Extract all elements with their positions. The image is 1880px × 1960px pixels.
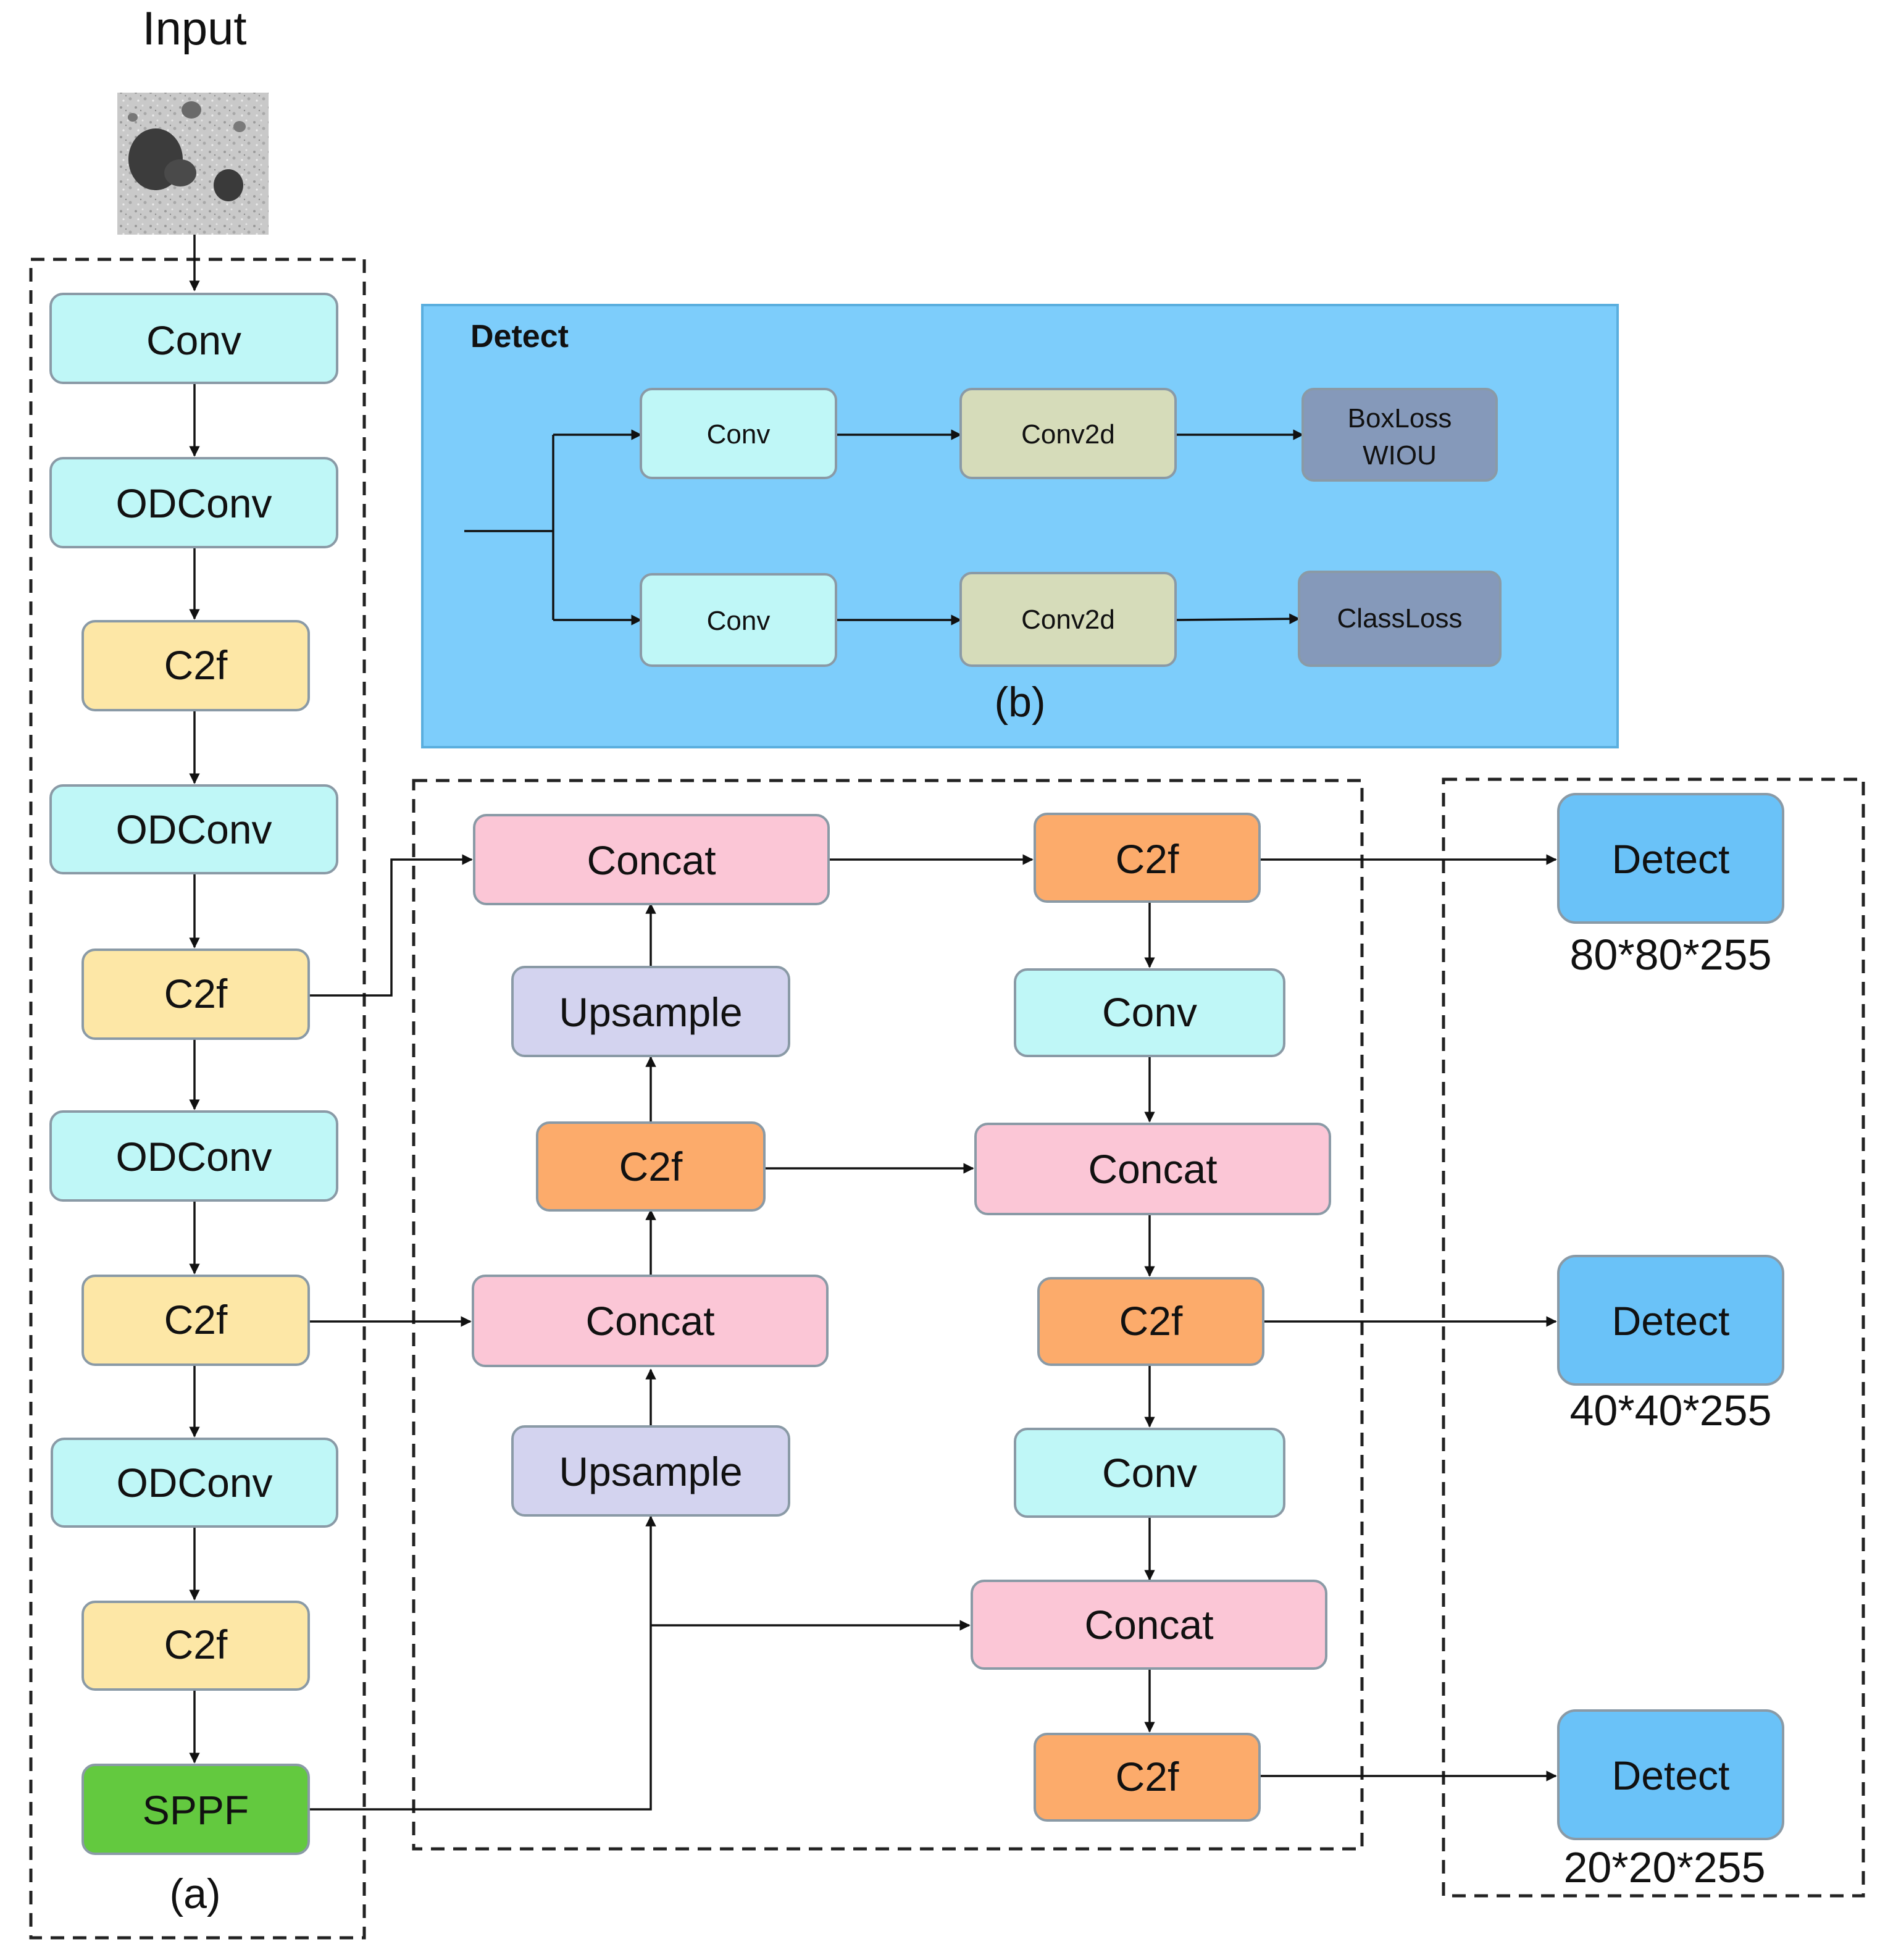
backbone-c2f-label-3: C2f [164,1297,228,1342]
detect-head-title: Detect [470,319,569,354]
neck-concat-right-bottom-label: Concat [1084,1602,1213,1648]
neck-upsample-bottom: Upsample [511,1425,790,1517]
backbone-odconv-node-1: ODConv [49,457,338,548]
neck-concat-right-mid: Concat [974,1123,1331,1215]
backbone-group-border [29,258,366,1940]
detect-head-panel: Detect (b) [421,304,1619,748]
detect-head-conv2d-bottom-label: Conv2d [1021,605,1115,635]
neck-conv-right-top: Conv [1014,968,1285,1057]
backbone-c2f-node-4: C2f [81,1601,310,1691]
neck-concat-mid-left-label: Concat [585,1298,714,1344]
neck-c2f-out-top-label: C2f [1116,836,1179,882]
output-detect-mid-label: Detect [1612,1298,1730,1344]
output-size-mid: 40*40*255 [1570,1386,1772,1434]
backbone-odconv-label-3: ODConv [115,1134,272,1179]
neck-c2f-mid-left: C2f [536,1121,766,1212]
neck-c2f-out-mid: C2f [1037,1277,1264,1366]
detect-head-caption: (b) [994,679,1045,726]
output-group-border [1442,777,1865,1898]
detect-head-boxloss: BoxLoss WIOU [1301,388,1498,482]
neck-conv-right-bottom-label: Conv [1102,1450,1197,1496]
detect-head-conv2d-top: Conv2d [959,388,1177,479]
neck-concat-right-mid-label: Concat [1088,1146,1217,1192]
backbone-conv-label: Conv [146,317,241,363]
neck-upsample-top: Upsample [511,966,790,1057]
neck-c2f-out-top: C2f [1034,813,1261,903]
neck-upsample-top-label: Upsample [559,989,742,1035]
detect-head-conv-top-label: Conv [707,419,771,450]
output-detect-mid: Detect [1557,1255,1784,1386]
backbone-odconv-node-2: ODConv [49,784,338,874]
neck-upsample-bottom-label: Upsample [559,1449,742,1494]
backbone-c2f-label-4: C2f [164,1622,228,1667]
backbone-odconv-label-2: ODConv [115,806,272,852]
neck-conv-right-top-label: Conv [1102,989,1197,1035]
backbone-c2f-node-1: C2f [81,620,310,711]
backbone-odconv-label-1: ODConv [115,480,272,526]
backbone-c2f-label-2: C2f [164,971,228,1016]
backbone-sppf-label: SPPF [143,1787,249,1833]
neck-group-border [412,779,1364,1851]
backbone-odconv-node-4: ODConv [51,1438,338,1528]
detect-head-boxloss-label-2: WIOU [1363,440,1437,471]
neck-conv-right-bottom: Conv [1014,1428,1285,1518]
neck-c2f-out-mid-label: C2f [1119,1298,1183,1344]
output-size-top: 80*80*255 [1570,931,1772,979]
backbone-conv-node: Conv [49,293,338,384]
backbone-odconv-node-3: ODConv [49,1110,338,1202]
output-size-bottom: 20*20*255 [1564,1843,1766,1891]
input-image [117,93,269,235]
neck-concat-top-left-label: Concat [587,837,716,883]
detect-head-boxloss-label-1: BoxLoss [1348,403,1452,433]
detect-head-classloss: ClassLoss [1298,571,1502,667]
output-detect-top-label: Detect [1612,836,1730,882]
edges [189,235,1557,1811]
neck-concat-mid-left: Concat [472,1275,829,1367]
backbone-c2f-node-3: C2f [81,1275,310,1366]
output-detect-bottom-label: Detect [1612,1753,1730,1798]
backbone-sppf-node: SPPF [81,1764,310,1855]
detect-head-conv-bottom: Conv [640,573,837,667]
backbone-c2f-node-2: C2f [81,949,310,1040]
output-detect-top: Detect [1557,793,1784,924]
detect-head-conv2d-top-label: Conv2d [1021,419,1115,450]
neck-c2f-mid-left-label: C2f [619,1144,683,1189]
backbone-c2f-label-1: C2f [164,642,228,688]
detect-head-classloss-label: ClassLoss [1337,603,1463,634]
backbone-odconv-label-4: ODConv [116,1460,272,1506]
neck-c2f-out-bottom-label: C2f [1116,1754,1179,1799]
input-label: Input [142,2,246,55]
detect-head-conv-top: Conv [640,388,837,479]
neck-c2f-out-bottom: C2f [1034,1733,1261,1822]
neck-concat-right-bottom: Concat [971,1580,1327,1670]
neck-concat-top-left: Concat [473,814,830,905]
backbone-caption: (a) [169,1870,220,1917]
detect-head-conv-bottom-label: Conv [707,606,771,636]
detect-head-conv2d-bottom: Conv2d [959,572,1177,667]
output-detect-bottom: Detect [1557,1709,1784,1840]
